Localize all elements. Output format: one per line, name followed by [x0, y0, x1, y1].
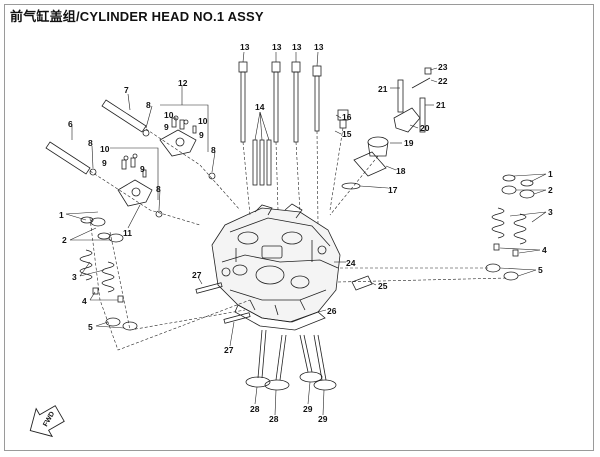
- callout-14: 14: [255, 102, 265, 112]
- callout-6: 6: [68, 119, 73, 129]
- callout-9: 9: [102, 158, 107, 168]
- callout-20: 20: [420, 123, 430, 133]
- rocker-arms: [89, 117, 216, 218]
- head-bolts: [238, 61, 322, 143]
- callout-29: 29: [303, 404, 313, 414]
- callout-13: 13: [292, 42, 302, 52]
- dowel-pin: [195, 282, 223, 294]
- diagram-title: 前气缸盖组/CYLINDER HEAD NO.1 ASSY: [10, 9, 264, 24]
- valves: [245, 329, 337, 391]
- callout-8: 8: [211, 145, 216, 155]
- rocker-fasteners: [123, 115, 197, 178]
- callout-5: 5: [538, 265, 543, 275]
- forward-arrow-icon: FWD: [29, 405, 65, 438]
- callout-23: 23: [438, 62, 448, 72]
- callout-29: 29: [318, 414, 328, 424]
- callout-4: 4: [82, 296, 87, 306]
- callout-8: 8: [88, 138, 93, 148]
- callout-4: 4: [542, 245, 547, 255]
- callout-13: 13: [272, 42, 282, 52]
- cylinder-head-body: [211, 203, 341, 323]
- callout-24: 24: [346, 258, 356, 268]
- callout-21: 21: [436, 100, 446, 110]
- callout-8: 8: [146, 100, 151, 110]
- callout-27: 27: [192, 270, 202, 280]
- callout-3: 3: [548, 207, 553, 217]
- callout-17: 17: [388, 185, 398, 195]
- callout-21: 21: [378, 84, 388, 94]
- callout-28: 28: [250, 404, 260, 414]
- left-valve-springs: [79, 216, 138, 331]
- thermostat-parts: [337, 67, 432, 190]
- callout-1: 1: [59, 210, 64, 220]
- rocker-shafts: [45, 99, 147, 175]
- temperature-sensor: [351, 275, 373, 291]
- studs: [252, 139, 272, 186]
- callout-15: 15: [342, 129, 352, 139]
- callout-18: 18: [396, 166, 406, 176]
- callout-10: 10: [100, 144, 110, 154]
- callout-7: 7: [124, 85, 129, 95]
- callout-22: 22: [438, 76, 448, 86]
- callout-13: 13: [240, 42, 250, 52]
- callout-19: 19: [404, 138, 414, 148]
- callout-13: 13: [314, 42, 324, 52]
- callout-26: 26: [327, 306, 337, 316]
- head-gasket: [234, 304, 326, 331]
- callout-28: 28: [269, 414, 279, 424]
- callout-2: 2: [548, 185, 553, 195]
- callout-2: 2: [62, 235, 67, 245]
- callout-5: 5: [88, 322, 93, 332]
- callout-11: 11: [123, 228, 132, 238]
- callout-12: 12: [178, 78, 188, 88]
- callout-1: 1: [548, 169, 553, 179]
- callout-16: 16: [342, 112, 352, 122]
- callout-8: 8: [156, 184, 161, 194]
- callout-9: 9: [164, 122, 169, 132]
- right-valve-springs: [485, 174, 535, 281]
- callout-9: 9: [199, 130, 204, 140]
- callout-10: 10: [198, 116, 208, 126]
- diagram-frame: [4, 4, 594, 451]
- callout-3: 3: [72, 272, 77, 282]
- callout-27: 27: [224, 345, 234, 355]
- callout-9: 9: [140, 164, 145, 174]
- callout-25: 25: [378, 281, 388, 291]
- callout-10: 10: [164, 110, 174, 120]
